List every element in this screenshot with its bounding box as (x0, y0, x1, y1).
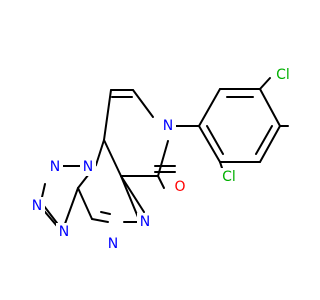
bond (259, 77, 271, 90)
bond (157, 175, 165, 189)
bond (103, 139, 122, 177)
n-triazole-3-label: N (59, 224, 69, 240)
double-bond-inner (100, 211, 111, 215)
triazine-ring (77, 139, 145, 223)
n-triazole-1-bg (47, 158, 63, 176)
bond (120, 175, 145, 213)
bond (95, 139, 105, 166)
n-triazine-2-label: N (140, 214, 150, 230)
atom-labels: N N N N N N N O Cl Cl (29, 66, 294, 253)
n-pyridinone-label: N (163, 118, 173, 134)
cl-ortho-label: Cl (222, 169, 236, 185)
bond (198, 125, 221, 163)
cl-ortho-bg (218, 168, 240, 186)
pyridinone-ring (103, 89, 200, 189)
o-carbonyl-label: O (174, 179, 185, 195)
n-triazole-2-bg (29, 197, 45, 215)
double-bond-inner (206, 125, 224, 155)
phenyl-ring (198, 77, 289, 175)
double-bond-inner (43, 205, 58, 224)
bond (198, 88, 221, 127)
o-carbonyl-bg (172, 178, 188, 196)
n-bridge-label: N (83, 159, 93, 175)
bond (157, 140, 169, 177)
bond (259, 125, 281, 163)
bond (132, 89, 154, 118)
bond (91, 218, 109, 223)
cl-para-label: Cl (276, 67, 290, 83)
cl-para-bg (272, 66, 294, 84)
bond (77, 187, 93, 220)
n-bridge-bg (80, 158, 96, 176)
n-triazole-2-label: N (32, 198, 42, 214)
n-triazine-1-bg (105, 235, 121, 253)
bond (259, 88, 281, 127)
n-triazine-1-label: N (108, 236, 118, 252)
n-triazine-2-bg (137, 213, 153, 231)
bond (120, 175, 141, 223)
structure-canvas: N N N N N N N O Cl Cl (29, 66, 294, 253)
bond (103, 89, 112, 141)
n-pyridinone-bg (160, 117, 176, 135)
n-triazole-1-label: N (50, 159, 60, 175)
molecule-structure: N N N N N N N O Cl Cl (29, 66, 294, 253)
n-triazole-3-bg (56, 223, 72, 241)
double-bond-inner (255, 125, 273, 155)
